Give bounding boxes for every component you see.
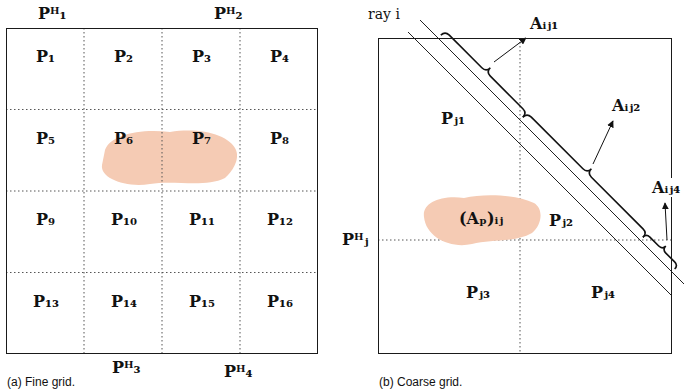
grid-cell: P₁₆ <box>241 274 319 356</box>
cell-label: Pⱼ₃ <box>466 283 490 302</box>
segment-label: Aᵢⱼ₁ <box>530 14 558 33</box>
cell-label: P₁₃ <box>33 292 59 311</box>
ray-strip <box>408 20 684 296</box>
segment-label: Aᵢⱼ₄ <box>650 178 682 197</box>
grid-cell: P₃ <box>163 29 241 111</box>
grid-cell: P₁₁ <box>163 192 241 274</box>
brace <box>523 109 652 238</box>
grid-cell: P₁ <box>7 29 85 111</box>
grid-line <box>378 240 672 241</box>
brace-path <box>523 109 652 238</box>
blob-shape <box>424 195 541 245</box>
figure-caption: (a) Fine grid. <box>7 375 75 389</box>
cell-label: Pⱼ₄ <box>591 283 615 302</box>
coarse-cell-label: Pᴴⱼ <box>342 230 369 249</box>
cell-label: P₁₄ <box>111 292 137 311</box>
grid-line <box>240 28 241 354</box>
grid-line <box>6 191 318 192</box>
grid-cell: P₁₀ <box>85 192 163 274</box>
particle-blob: (Aₚ)ᵢⱼ <box>416 189 546 249</box>
leader-arrow <box>593 121 613 164</box>
grid-cell: Pⱼ₃ <box>379 241 521 355</box>
ray-line <box>420 20 684 284</box>
grid-cell: Pⱼ₂ <box>521 39 673 241</box>
leader-arrow <box>494 38 526 62</box>
cell-label: Pⱼ₂ <box>549 211 573 230</box>
grid-cell: P₁₃ <box>7 274 85 356</box>
coarse-cell-label: Pᴴ₄ <box>224 362 253 381</box>
grid-cell: P₁₅ <box>163 274 241 356</box>
cell-label: P₄ <box>270 47 289 66</box>
grid-cell: P₅ <box>7 111 85 193</box>
grid-line <box>520 38 521 354</box>
ray-label: ray i <box>368 6 400 23</box>
grid-cell: P₁₂ <box>241 192 319 274</box>
particle-label: (Aₚ)ᵢⱼ <box>459 209 503 228</box>
brace-path <box>643 230 682 269</box>
grid-cell: P₉ <box>7 192 85 274</box>
grid-cell: P₄ <box>241 29 319 111</box>
brace <box>643 230 682 269</box>
coarse-cell-label: Pᴴ₂ <box>214 4 243 23</box>
cell-label: P₁₁ <box>189 210 215 229</box>
ray-line <box>408 32 672 296</box>
coarse-cell-label: Pᴴ₃ <box>112 358 141 377</box>
grid-cell: P₈ <box>241 111 319 193</box>
brace <box>441 27 532 118</box>
cell-label: Pⱼ₁ <box>441 109 465 128</box>
grid-cell: P₂ <box>85 29 163 111</box>
brace-path <box>441 27 532 118</box>
cell-label: P₂ <box>114 47 133 66</box>
cell-label: P₁₅ <box>189 292 215 311</box>
grid-cell: Pⱼ₄ <box>521 241 673 355</box>
grid-line <box>6 272 318 273</box>
segment-label: Aᵢⱼ₂ <box>612 96 640 115</box>
grid-line <box>84 28 85 354</box>
grid-lines <box>6 28 672 354</box>
cell-label: P₁₆ <box>267 292 293 311</box>
cell-label: P₆ <box>114 129 133 148</box>
cell-label: P₁₀ <box>111 210 137 229</box>
cell-label: P₁ <box>36 47 55 66</box>
cell-label: P₁₂ <box>267 210 293 229</box>
leader-arrow <box>665 203 667 240</box>
figure-caption: (b) Coarse grid. <box>379 375 462 389</box>
coarse-cell-label: Pᴴ₁ <box>38 4 67 23</box>
cell-label: P₃ <box>192 47 211 66</box>
coarse-grid-square: (b) Coarse grid.Pⱼ₁Pⱼ₂Pⱼ₃Pⱼ₄(Aₚ)ᵢⱼ <box>378 38 672 354</box>
cell-label: P₈ <box>270 129 289 148</box>
grid-cell: P₆ <box>85 111 163 193</box>
cell-label: P₇ <box>192 129 211 148</box>
cell-label: P₉ <box>36 210 55 229</box>
grid-cell: P₇ <box>163 111 241 193</box>
grid-line <box>6 109 318 110</box>
cell-label: P₅ <box>36 129 55 148</box>
grid-cell: P₁₄ <box>85 274 163 356</box>
fine-grid-square: (a) Fine grid.P₁P₂P₃P₄P₅P₆P₇P₈P₉P₁₀P₁₁P₁… <box>6 28 318 354</box>
